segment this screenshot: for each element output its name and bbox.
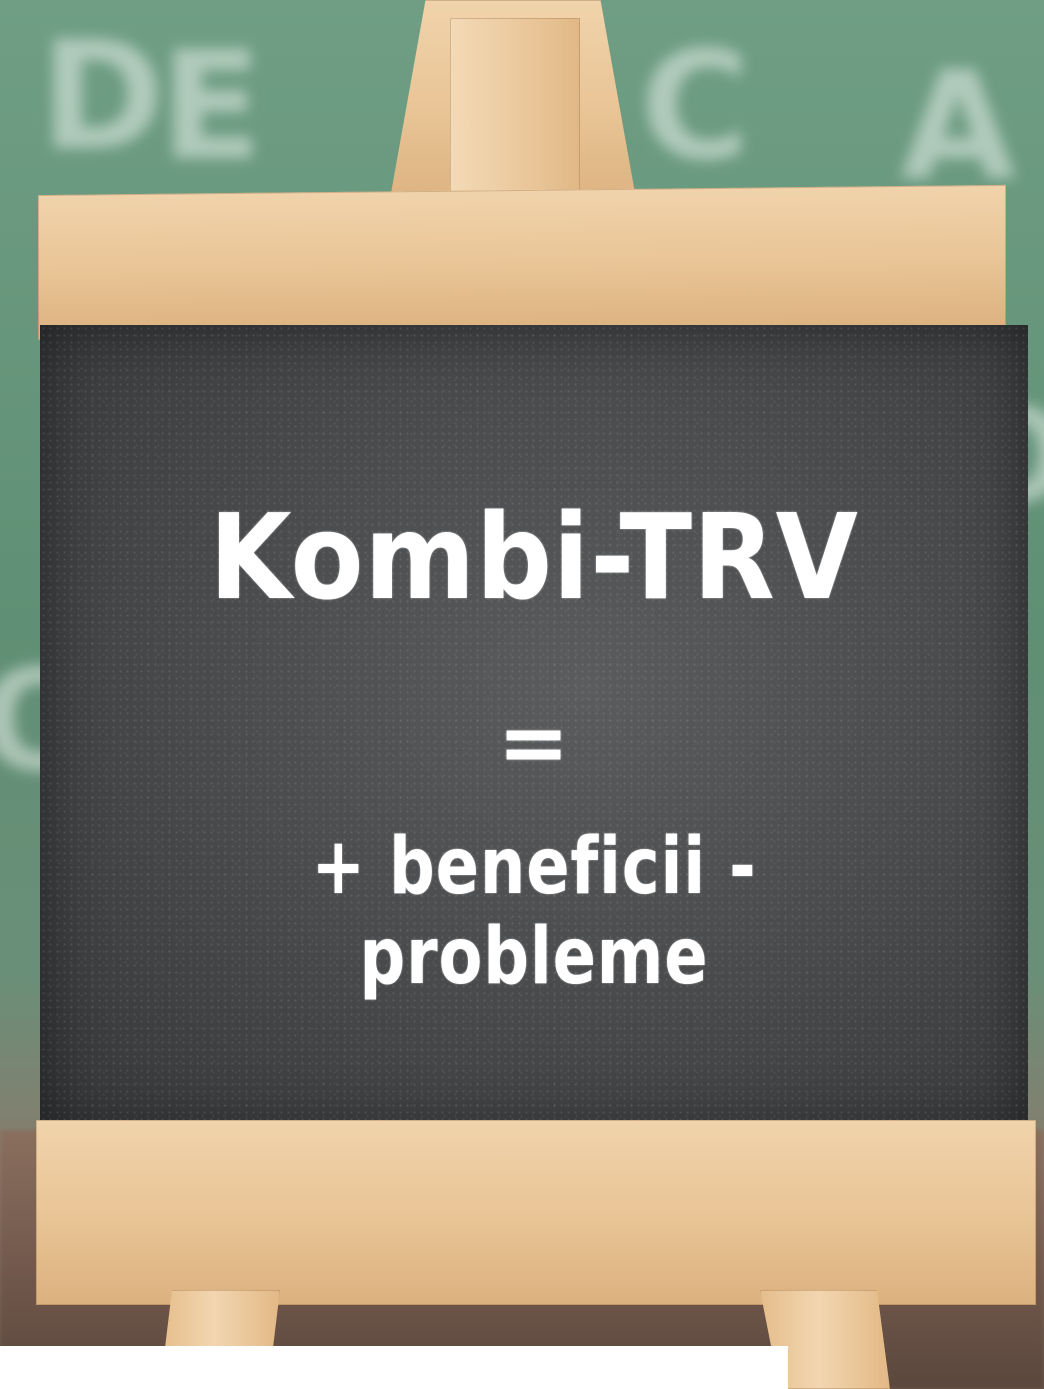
board-equals-sign: = xyxy=(497,693,571,793)
easel-bottom-rail xyxy=(36,1120,1036,1305)
white-overlay-box xyxy=(0,1346,788,1389)
chalkboard xyxy=(40,325,1028,1135)
board-subtitle: + beneficii - probleme xyxy=(311,822,757,1002)
easel-front-post xyxy=(450,18,580,208)
easel-top-rail xyxy=(38,184,1006,341)
board-title: Kombi-TRV xyxy=(209,488,859,626)
